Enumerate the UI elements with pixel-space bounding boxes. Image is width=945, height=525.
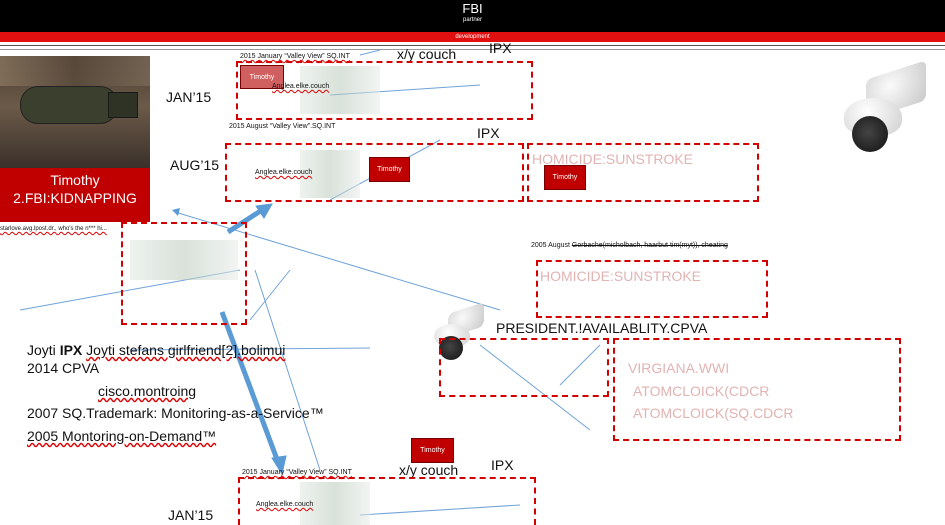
- camera-lens: [852, 116, 888, 152]
- photo-name: Timothy: [50, 172, 100, 188]
- case-title: VIRGIANA.WWI: [628, 360, 730, 376]
- entry-header: 2015 August “Valley View”.SQ.INT: [229, 123, 336, 130]
- camera-lens: [439, 336, 463, 360]
- entry-xy-label: x/y couch: [399, 462, 459, 478]
- list-text: IPX: [59, 342, 83, 358]
- connector-line: [359, 504, 521, 516]
- entry-detail: Gorbache(micholbach, haarbut tim(myt)), …: [571, 242, 728, 249]
- person-tag[interactable]: Timothy: [544, 165, 586, 190]
- entry-box[interactable]: [238, 477, 536, 525]
- entry-header: 2015 January “Valley View” SQ.INT: [242, 469, 352, 476]
- entry-ipx-label: IPX: [491, 457, 514, 473]
- entry-sub-label: Anglea.elke.couch: [255, 169, 313, 176]
- left-list-line: 2007 SQ.Trademark: Monitoring-as-a-Servi…: [27, 405, 324, 421]
- entry-thumbnail: [300, 150, 360, 198]
- entry-ipx-label: IPX: [489, 40, 512, 56]
- entry-box[interactable]: [236, 61, 533, 120]
- case-title: HOMICIDE:SUNSTROKE: [532, 151, 694, 167]
- connector-line: [249, 269, 291, 321]
- header-subtitle: partner: [462, 17, 482, 23]
- entry-header: 2005 August Gorbache(micholbach, haarbut…: [531, 242, 728, 249]
- entry-ipx-label: IPX: [477, 125, 500, 141]
- entry-thumbnail: [300, 66, 380, 114]
- date-label: JAN’15: [168, 507, 214, 523]
- divider: [0, 49, 945, 50]
- connector-line: [129, 347, 371, 351]
- person-tag[interactable]: Timothy: [240, 65, 284, 89]
- entry-box[interactable]: [225, 143, 524, 202]
- entry-header: 2015 January “Valley View” SQ.INT: [240, 53, 350, 60]
- person-tag[interactable]: Timothy: [369, 157, 410, 182]
- person-tag[interactable]: Timothy: [411, 438, 454, 463]
- bomb-image: [20, 86, 118, 124]
- security-camera-icon: [838, 60, 930, 160]
- arrow-head: [255, 203, 273, 219]
- connector-line: [359, 49, 381, 56]
- photo-case: 2.FBI:KIDNAPPING: [13, 190, 137, 206]
- entry-thumbnail: [130, 240, 238, 280]
- date-label: AUG’15: [170, 157, 220, 173]
- bomb-fin: [108, 92, 138, 118]
- entry-sub-label: Anglea.elke.couch: [272, 83, 330, 90]
- arrow-head: [172, 208, 180, 216]
- entry-xy-label: x/y couch: [397, 46, 457, 62]
- case-title: PRESIDENT.!AVAILABLITY.CPVA: [496, 320, 708, 336]
- case-box[interactable]: [613, 338, 901, 441]
- divider: [0, 45, 945, 46]
- case-box[interactable]: [527, 143, 759, 202]
- date-label: JAN’15: [166, 89, 212, 105]
- list-text: Joyti stefans girlfriend[2].bolimui: [86, 342, 286, 358]
- case-box[interactable]: [439, 338, 609, 397]
- photo-ceiling: [0, 56, 150, 86]
- case-box[interactable]: [536, 260, 768, 318]
- case-title: ATOMCLOICK(CDCR: [633, 383, 770, 399]
- image-box[interactable]: [121, 222, 247, 325]
- case-title: ATOMCLOICK(SQ.CDCR: [633, 405, 794, 421]
- header-bar: FBI partner: [0, 0, 945, 32]
- left-list-line: Joyti IPX Joyti stefans girlfriend[2].bo…: [27, 341, 285, 359]
- photo-caption-box: Timothy 2.FBI:KIDNAPPING: [0, 168, 150, 222]
- entry-thumbnail: [300, 482, 370, 525]
- left-list-line: cisco.montroing: [98, 383, 197, 399]
- left-list-line: 2005 Montoring-on-Demand™: [27, 428, 217, 444]
- entry-date: 2005 August: [531, 242, 570, 249]
- connector-line: [559, 344, 601, 386]
- arrow-shaft: [219, 311, 281, 463]
- left-list-line: 2014 CPVA: [27, 360, 100, 376]
- entry-sub-label: Anglea.elke.couch: [256, 501, 314, 508]
- photo-caption-text: starlove.avg.lpost.dr., who's the n*** h…: [0, 226, 107, 232]
- arrow-shaft: [226, 207, 264, 235]
- connector-line: [254, 269, 321, 471]
- list-text: Joyti: [27, 342, 56, 358]
- case-title: HOMICIDE:SUNSTROKE: [540, 268, 702, 284]
- header-title: FBI: [462, 1, 483, 16]
- arrow-head: [271, 455, 287, 476]
- banner: development: [0, 32, 945, 42]
- connector-line: [479, 344, 591, 431]
